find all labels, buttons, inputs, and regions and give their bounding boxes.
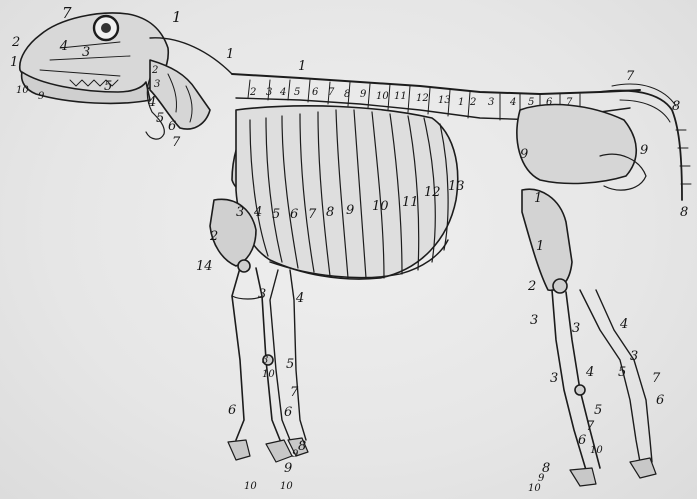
label-hind-4b: 4 (586, 366, 594, 379)
label-rib-4: 4 (254, 206, 262, 219)
label-fore-10c: 10 (280, 482, 293, 492)
label-fore-9b: 9 (284, 462, 292, 475)
label-rib-10: 10 (372, 200, 389, 213)
label-hind-9b: 9 (640, 144, 648, 157)
label-hind-6b: 6 (578, 434, 586, 447)
label-fore-6b: 6 (284, 406, 292, 419)
label-hind-6: 6 (656, 394, 664, 407)
femur (522, 189, 572, 290)
label-skull-9: 9 (38, 92, 44, 102)
label-skull-7: 7 (62, 6, 72, 21)
label-hind-7b: 7 (586, 420, 594, 433)
radius-ulna (232, 268, 280, 440)
label-vert-7: 7 (328, 88, 334, 98)
label-fore-3: 3 (258, 288, 266, 301)
label-skull-4: 4 (60, 40, 68, 53)
label-lumbar-6: 6 (546, 98, 552, 108)
label-lumbar-7: 7 (566, 98, 572, 108)
label-hind-10: 10 (590, 446, 603, 456)
label-fore-6: 6 (228, 404, 236, 417)
label-lumbar-5: 5 (528, 98, 534, 108)
label-vert-6: 6 (312, 88, 318, 98)
label-skull-1: 1 (172, 10, 182, 25)
label-hind-5b: 5 (594, 404, 602, 417)
label-hind-5: 5 (618, 366, 626, 379)
label-lumbar-3: 3 (488, 98, 494, 108)
label-fore-3b: 3 (262, 356, 268, 366)
stifle-joint (553, 279, 567, 293)
label-hind-3d: 3 (550, 372, 558, 385)
label-rib-12: 12 (424, 186, 441, 199)
label-neck-2: 2 (152, 66, 158, 76)
label-rib-3: 3 (236, 206, 244, 219)
label-vert-13: 13 (438, 96, 451, 106)
label-vert-12: 12 (416, 94, 429, 104)
label-tail-8: 8 (672, 100, 680, 113)
label-rib-8: 8 (326, 206, 334, 219)
label-neck-1: 1 (226, 48, 234, 61)
label-tail-7: 7 (626, 70, 634, 83)
label-tail-8b: 8 (680, 206, 688, 219)
label-fore-10b: 10 (244, 482, 257, 492)
label-lumbar-1: 1 (458, 98, 464, 108)
label-hind-3: 3 (530, 314, 538, 327)
label-fore-8: 8 (298, 440, 306, 453)
label-fore-5: 5 (286, 358, 294, 371)
label-neck-4: 4 (148, 96, 156, 109)
label-hind-2: 2 (528, 280, 536, 293)
label-hind-4: 4 (620, 318, 628, 331)
label-skull-5: 5 (104, 80, 112, 93)
label-hind-1: 1 (534, 192, 542, 205)
label-vert-2: 2 (250, 88, 256, 98)
label-vert-11: 11 (394, 92, 407, 102)
label-vert-10: 10 (376, 92, 389, 102)
pelvis (517, 105, 636, 184)
label-skull-1b: 1 (10, 56, 18, 69)
label-fore-14: 14 (196, 260, 213, 273)
elbow-joint (238, 260, 250, 272)
label-hind-10b: 10 (528, 484, 541, 494)
label-spine-1: 1 (298, 60, 306, 73)
label-skull-3: 3 (82, 46, 90, 59)
label-rib-13: 13 (448, 180, 465, 193)
label-neck-7: 7 (172, 136, 180, 149)
label-vert-5: 5 (294, 88, 300, 98)
label-fore-7: 7 (290, 386, 298, 399)
label-rib-11: 11 (402, 196, 419, 209)
label-rib-7: 7 (308, 208, 316, 221)
label-vert-8: 8 (344, 90, 350, 100)
label-rib-5: 5 (272, 208, 280, 221)
label-hind-7: 7 (652, 372, 660, 385)
label-rib-9: 9 (346, 204, 354, 217)
label-fore-4: 4 (296, 292, 304, 305)
label-hind-1b: 1 (536, 240, 544, 253)
label-vert-9: 9 (360, 90, 366, 100)
label-fore-9: 9 (292, 450, 298, 460)
label-vert-3: 3 (266, 88, 272, 98)
label-hind-9: 9 (520, 148, 528, 161)
label-skull-10: 10 (16, 86, 29, 96)
label-rib-6: 6 (290, 208, 298, 221)
label-neck-5: 5 (156, 112, 164, 125)
label-hind-3c: 3 (630, 350, 638, 363)
label-fore-2: 2 (210, 230, 218, 243)
label-skull-2: 2 (12, 36, 20, 49)
label-lumbar-4: 4 (510, 98, 516, 108)
label-lumbar-2: 2 (470, 98, 476, 108)
label-hind-3b: 3 (572, 322, 580, 335)
label-neck-6: 6 (168, 120, 176, 133)
label-neck-3: 3 (154, 80, 160, 90)
label-vert-4: 4 (280, 88, 286, 98)
label-fore-10: 10 (262, 370, 275, 380)
